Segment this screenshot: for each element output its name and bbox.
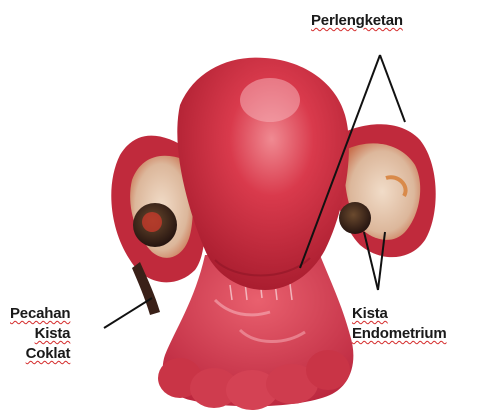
perlengketan-line-right — [380, 55, 405, 122]
label-kista-endometrium-line1: Kista — [352, 304, 446, 324]
label-perlengketan: Perlengketan — [311, 12, 403, 29]
pecahan-line — [104, 298, 152, 328]
label-pecahan-kista-coklat: Pecahan Kista Coklat — [10, 304, 70, 364]
label-pecahan-line2: Kista — [10, 324, 70, 344]
label-pecahan-line1: Pecahan — [10, 304, 70, 324]
label-pecahan-line3: Coklat — [10, 344, 70, 364]
label-kista-endometrium-line2: Endometrium — [352, 324, 446, 344]
uterus-body — [177, 58, 349, 290]
label-kista-endometrium: Kista Endometrium — [352, 304, 446, 344]
right-cyst — [339, 202, 371, 234]
